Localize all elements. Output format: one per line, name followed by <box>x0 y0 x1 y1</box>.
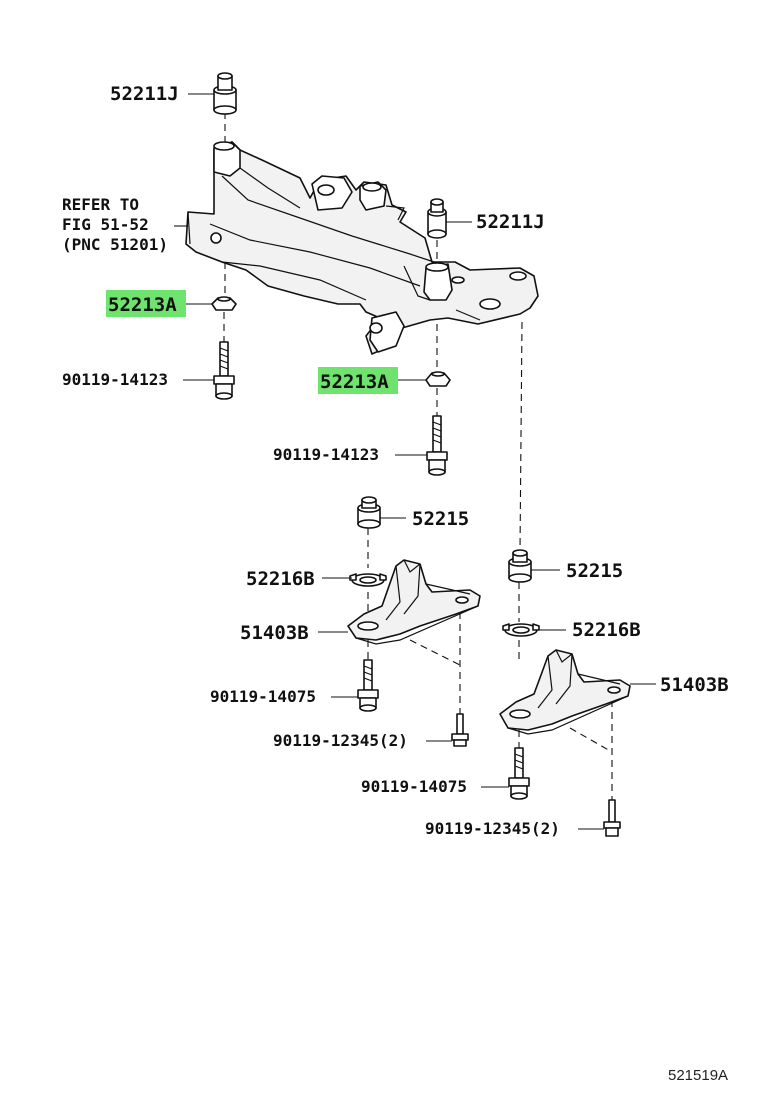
refer-line-2: FIG 51-52 <box>62 215 149 234</box>
refer-line-1: REFER TO <box>62 195 139 214</box>
leader-lines <box>174 93 656 830</box>
stopper-52213a-left <box>211 296 237 311</box>
callout-90119-12345-right[interactable]: 90119-12345(2) <box>425 819 560 838</box>
bolt-90119-14123-right <box>426 415 448 476</box>
highlight-52213a-left <box>106 290 186 317</box>
callout-52215-left[interactable]: 52215 <box>412 508 469 530</box>
bracket-51403b-left <box>347 559 481 645</box>
bolt-90119-12345-left <box>451 713 469 747</box>
callout-90119-14075-left[interactable]: 90119-14075 <box>210 687 316 706</box>
bolt-90119-12345-right <box>603 799 621 837</box>
callout-51403b-right[interactable]: 51403B <box>660 674 729 696</box>
bracket-51403b-right <box>499 649 631 735</box>
callout-90119-12345-left[interactable]: 90119-12345(2) <box>273 731 408 750</box>
callout-52213a-left[interactable]: 52213A <box>108 294 177 316</box>
callout-90119-14123-right[interactable]: 90119-14123 <box>273 445 379 464</box>
bushing-52215-left <box>357 496 381 529</box>
callout-90119-14123-left[interactable]: 90119-14123 <box>62 370 168 389</box>
bushing-52211j-right <box>427 198 447 239</box>
bushing-52211j-top <box>213 72 237 115</box>
suspension-crossmember <box>185 141 539 355</box>
callout-51403b-left[interactable]: 51403B <box>240 622 309 644</box>
callout-90119-14075-right[interactable]: 90119-14075 <box>361 777 467 796</box>
ring-52216b-right <box>502 623 540 637</box>
bushing-52215-right <box>508 549 532 583</box>
bolt-90119-14075-right <box>508 747 530 800</box>
bolt-90119-14075-left <box>357 659 379 712</box>
highlight-52213a-right <box>318 367 398 394</box>
figure-code: 521519A <box>668 1067 728 1084</box>
alignment-lines <box>223 112 613 800</box>
stopper-52213a-right <box>425 371 451 387</box>
callout-52216b-left[interactable]: 52216B <box>246 568 315 590</box>
refer-line-3: (PNC 51201) <box>62 235 168 254</box>
ring-52216b-left <box>349 573 387 587</box>
callout-52211j-top[interactable]: 52211J <box>110 83 179 105</box>
callout-52216b-right[interactable]: 52216B <box>572 619 641 641</box>
callout-52213a-right[interactable]: 52213A <box>320 371 389 393</box>
callout-52215-right[interactable]: 52215 <box>566 560 623 582</box>
callout-52211j-right[interactable]: 52211J <box>476 211 545 233</box>
bolt-90119-14123-left <box>213 341 235 400</box>
